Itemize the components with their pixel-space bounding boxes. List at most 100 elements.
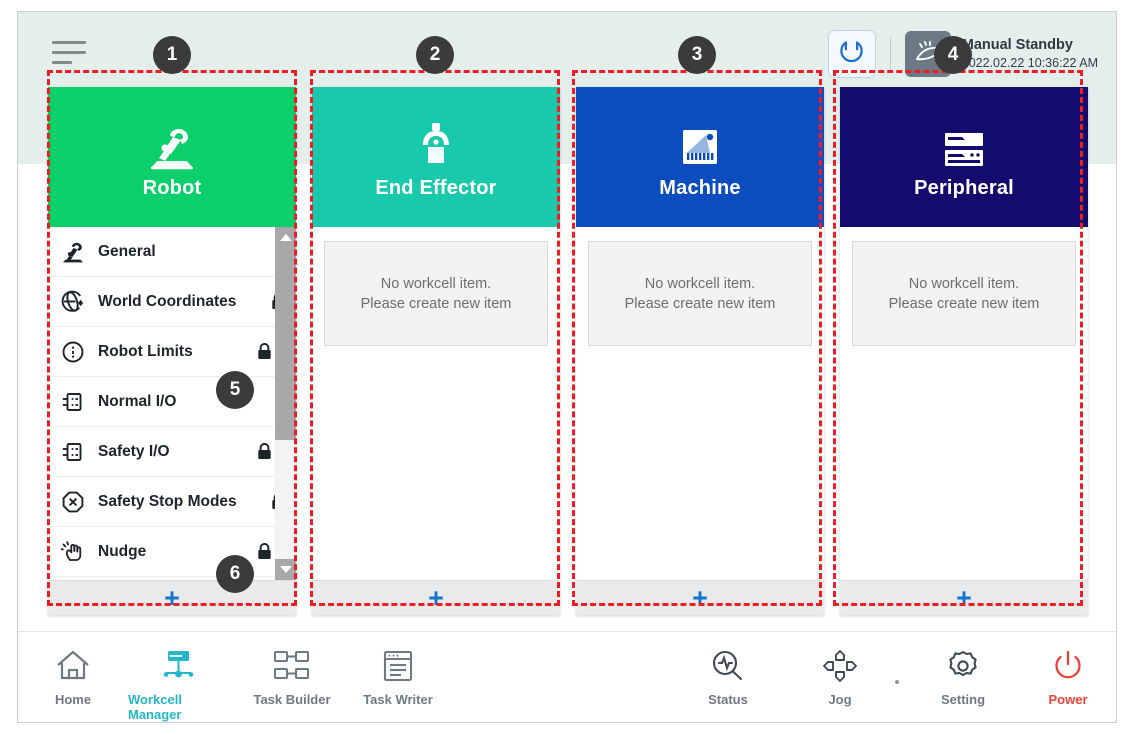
peripheral-card-title: Peripheral	[914, 176, 1014, 199]
end-effector-card-title: End Effector	[375, 176, 497, 199]
globe-coordinates-icon	[60, 289, 86, 315]
menu-item-label: General	[98, 242, 156, 260]
manual-hand-icon	[904, 31, 951, 77]
machine-add-bar[interactable]: +	[576, 580, 824, 615]
empty-line-1: No workcell item.	[380, 275, 492, 292]
status-text: Manual Standby 2022.02.22 10:36:22 AM	[962, 36, 1098, 72]
reboot-icon	[838, 38, 865, 70]
machine-card-header[interactable]: Machine	[576, 87, 824, 227]
nav-item-label: Workcell Manager	[128, 692, 182, 722]
machine-column: Machine No workcell item. Please create …	[576, 87, 824, 615]
limits-icon	[60, 339, 86, 365]
menu-scrollbar[interactable]	[275, 227, 296, 580]
nav-item-label: Power	[1048, 692, 1088, 707]
nav-item-power[interactable]: Power	[1018, 646, 1116, 707]
empty-state: No workcell item. Please create new item	[324, 241, 548, 346]
menu-item-robot-limits[interactable]: Robot Limits	[48, 327, 296, 377]
robot-card-header[interactable]: Robot	[48, 87, 296, 227]
empty-line-2: Please create new item	[888, 295, 1040, 312]
nav-item-label: Task Writer	[363, 692, 433, 707]
status-magnifier-icon	[710, 646, 746, 686]
scroll-up-button[interactable]	[275, 227, 296, 248]
end-effector-column: End Effector No workcell item. Please cr…	[312, 87, 560, 615]
gear-icon	[946, 646, 980, 686]
jog-dpad-icon	[822, 646, 858, 686]
menu-item-general[interactable]: General	[48, 227, 296, 277]
nav-item-task-builder[interactable]: Task Builder	[242, 646, 342, 707]
home-icon	[55, 646, 91, 686]
nav-item-label: Task Builder	[253, 692, 331, 707]
menu-item-safety-stop-modes[interactable]: Safety Stop Modes	[48, 477, 296, 527]
nav-item-label: Jog	[828, 692, 852, 707]
stop-sign-icon	[60, 489, 86, 515]
menu-item-label: Normal I/O	[98, 392, 177, 410]
empty-line-2: Please create new item	[360, 295, 512, 312]
menu-item-nudge[interactable]: Nudge	[48, 527, 296, 577]
io-icon	[60, 389, 86, 415]
menu-item-label: Nudge	[98, 542, 147, 560]
scrollbar-thumb[interactable]	[275, 248, 296, 440]
nav-item-setting[interactable]: Setting	[913, 646, 1013, 707]
menu-item-world-coordinates[interactable]: World Coordinates	[48, 277, 296, 327]
scroll-down-button[interactable]	[275, 559, 296, 580]
machine-icon	[676, 115, 724, 171]
empty-state: No workcell item. Please create new item	[588, 241, 812, 346]
nav-item-workcell-manager[interactable]: Workcell Manager	[128, 646, 228, 722]
lock-icon	[257, 342, 272, 360]
status-datetime: 2022.02.22 10:36:22 AM	[961, 56, 1098, 71]
tablet-screen: Manual Standby 2022.02.22 10:36:22 AM	[17, 11, 1117, 723]
power-icon	[1051, 646, 1085, 686]
nav-item-jog[interactable]: Jog	[790, 646, 890, 707]
divider	[889, 37, 891, 71]
machine-card-title: Machine	[659, 176, 741, 199]
robot-add-bar[interactable]: +	[48, 580, 296, 615]
gripper-icon	[413, 115, 459, 171]
separator-dot	[895, 680, 899, 684]
nav-item-label: Home	[54, 692, 92, 707]
lock-icon	[257, 442, 272, 460]
robot-arm-icon	[147, 115, 197, 171]
nav-item-task-writer[interactable]: Task Writer	[348, 646, 448, 707]
peripheral-body: No workcell item. Please create new item	[840, 227, 1088, 580]
end-effector-body: No workcell item. Please create new item	[312, 227, 560, 580]
chevron-down-icon	[279, 566, 292, 573]
task-writer-icon	[381, 646, 415, 686]
peripheral-rack-icon	[939, 115, 989, 171]
status-title: Manual Standby	[961, 37, 1073, 54]
robot-menu-list: General World Coordinates	[48, 227, 296, 580]
empty-line-1: No workcell item.	[908, 275, 1020, 292]
nav-item-status[interactable]: Status	[678, 646, 778, 707]
empty-line-1: No workcell item.	[644, 275, 756, 292]
hamburger-menu-icon[interactable]	[52, 35, 94, 69]
nav-item-label: Setting	[940, 692, 986, 707]
end-effector-add-bar[interactable]: +	[312, 580, 560, 615]
peripheral-card-header[interactable]: Peripheral	[840, 87, 1088, 227]
robot-arm-icon	[60, 239, 86, 265]
robot-card-title: Robot	[142, 176, 202, 199]
nav-item-label: Status	[708, 692, 748, 707]
chevron-up-icon	[279, 234, 292, 241]
lock-icon	[257, 542, 272, 560]
peripheral-column: Peripheral No workcell item. Please crea…	[840, 87, 1088, 615]
menu-item-label: Robot Limits	[98, 342, 193, 360]
reboot-button[interactable]	[827, 30, 876, 78]
nav-item-home[interactable]: Home	[23, 646, 123, 707]
menu-item-safety-io[interactable]: Safety I/O	[48, 427, 296, 477]
bottom-nav: Home Workcell Manager	[18, 631, 1116, 722]
status-area: Manual Standby 2022.02.22 10:36:22 AM	[827, 30, 1098, 78]
menu-item-label: Safety Stop Modes	[98, 492, 237, 510]
peripheral-add-bar[interactable]: +	[840, 580, 1088, 615]
workcell-columns: Robot Gener	[48, 87, 1088, 615]
robot-column: Robot Gener	[48, 87, 296, 615]
menu-item-label: World Coordinates	[98, 292, 237, 310]
workcell-manager-icon	[159, 646, 197, 686]
task-builder-icon	[272, 646, 312, 686]
empty-line-2: Please create new item	[624, 295, 776, 312]
empty-state: No workcell item. Please create new item	[852, 241, 1076, 346]
end-effector-card-header[interactable]: End Effector	[312, 87, 560, 227]
io-icon	[60, 439, 86, 465]
menu-item-label: Safety I/O	[98, 442, 170, 460]
machine-body: No workcell item. Please create new item	[576, 227, 824, 580]
hand-nudge-icon	[60, 539, 86, 565]
menu-item-normal-io[interactable]: Normal I/O	[48, 377, 296, 427]
